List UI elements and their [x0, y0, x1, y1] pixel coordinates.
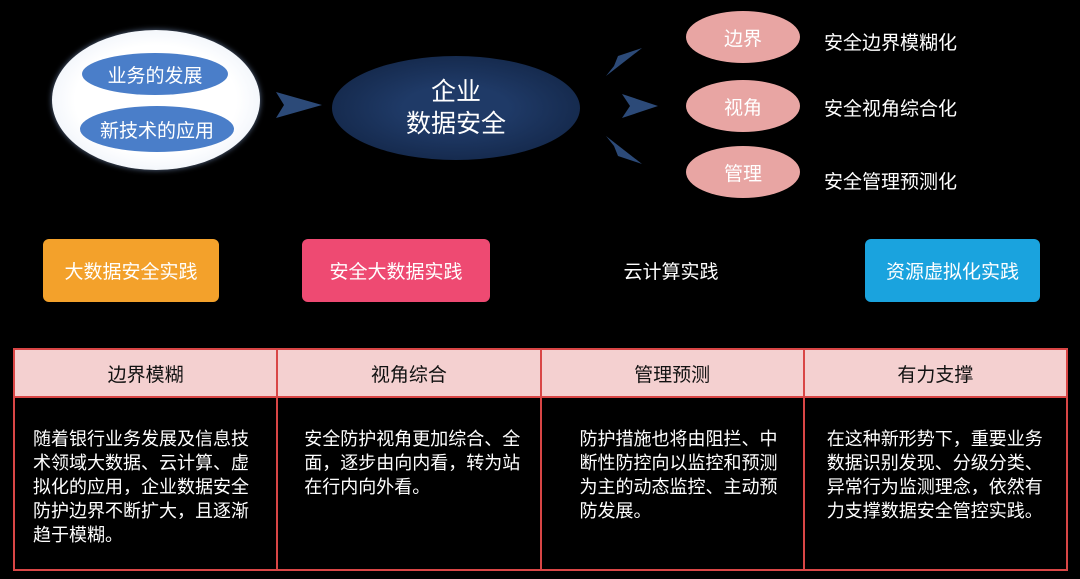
- table-header: 有力支撑: [802, 348, 1069, 398]
- arrow-to-center-icon: [276, 92, 322, 118]
- aspect-management: 管理: [686, 146, 800, 198]
- center-line1: 企业: [430, 77, 481, 106]
- aspect-boundary-desc: 安全边界模糊化: [824, 32, 958, 54]
- table-header: 边界模糊: [12, 348, 279, 398]
- arrow-to-perspective-icon: [622, 94, 658, 118]
- practice-resource-virtualization: 资源虚拟化实践: [865, 239, 1040, 302]
- table-cell: 防护措施也将由阻拦、中断性防控向以监控和预测为主的动态监控、主动预防发展。: [539, 396, 805, 571]
- aspect-boundary: 边界: [686, 11, 800, 63]
- table-cell: 随着银行业务发展及信息技术领域大数据、云计算、虚拟化的应用，企业数据安全防护边界…: [12, 396, 279, 571]
- table-header-row: 边界模糊 视角综合 管理预测 有力支撑: [12, 348, 1069, 398]
- table-row: 随着银行业务发展及信息技术领域大数据、云计算、虚拟化的应用，企业数据安全防护边界…: [12, 396, 1069, 571]
- table-cell: 在这种新形势下，重要业务数据识别发现、分级分类、异常行为监测理念，依然有力支撑数…: [802, 396, 1069, 571]
- enterprise-data-security-node: 企业 数据安全: [332, 56, 580, 160]
- center-line2: 数据安全: [405, 109, 506, 138]
- comparison-table: 边界模糊 视角综合 管理预测 有力支撑 随着银行业务发展及信息技术领域大数据、云…: [12, 348, 1069, 571]
- table-header: 管理预测: [539, 348, 805, 398]
- table-cell: 安全防护视角更加综合、全面，逐步由向内看，转为站在行内向外看。: [276, 396, 542, 571]
- arrow-to-management-icon: [606, 136, 642, 164]
- practice-security-big-data: 安全大数据实践: [302, 239, 490, 302]
- practice-big-data-security: 大数据安全实践: [43, 239, 219, 302]
- arrow-to-boundary-icon: [606, 48, 642, 76]
- aspect-perspective-desc: 安全视角综合化: [824, 98, 958, 120]
- aspect-perspective: 视角: [686, 80, 800, 132]
- practice-cloud-computing: 云计算实践: [623, 261, 719, 283]
- table-header: 视角综合: [276, 348, 542, 398]
- driver-business-growth: 业务的发展: [82, 53, 228, 95]
- aspect-management-desc: 安全管理预测化: [824, 171, 958, 193]
- driver-new-tech: 新技术的应用: [80, 106, 234, 152]
